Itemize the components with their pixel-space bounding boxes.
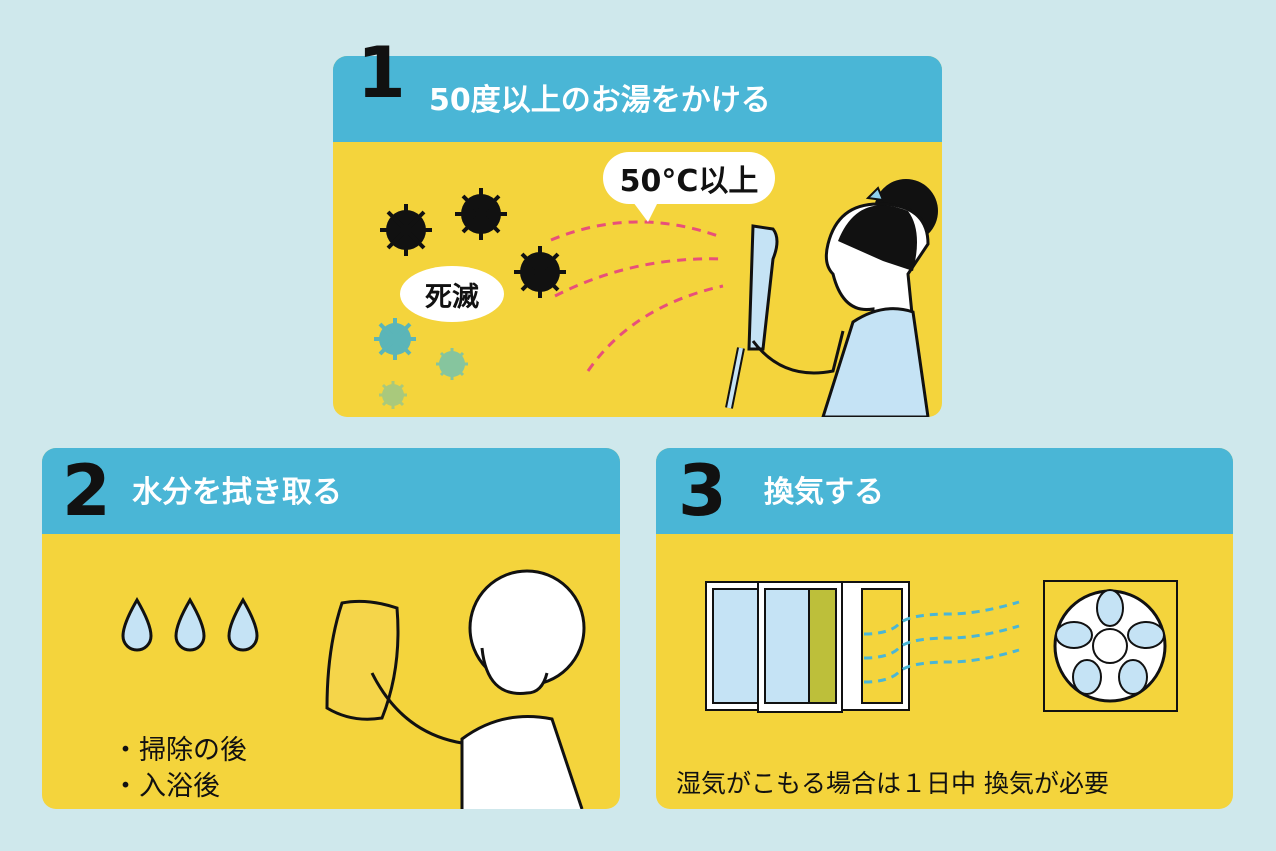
step-1-header [333,56,942,142]
bullet-after-cleaning: ・掃除の後 [112,735,247,766]
shower-head [747,224,779,351]
water-drops-icon [121,569,586,809]
step-2-header [42,448,620,534]
speech-bubble-tail [633,202,658,222]
virus-illustration [374,179,938,417]
window-illustration [705,580,1178,713]
towel [325,599,400,721]
step-1-title: 50度以上のお湯をかける [429,83,771,118]
step-3-header [656,448,1233,534]
temperature-speech-bubble: 50°C以上 [603,152,775,204]
step-1-panel: 50度以上のお湯をかける 50°C以上 [333,56,942,417]
bullet-after-bath: ・入浴後 [112,771,220,802]
ventilation-fan-icon [1043,580,1178,712]
step-2-title: 水分を拭き取る [132,475,342,510]
result-speech-bubble: 死滅 [400,266,504,322]
ventilation-caption: 湿気がこもる場合は１日中 換気が必要 [676,769,1109,798]
result-label: 死滅 [425,281,479,313]
step-3-title: 換気する [764,475,884,510]
step-2-number: 2 [62,450,111,532]
step-2-panel: 2 水分を拭き取る ・掃除の後 ・入浴後 [42,448,620,809]
temperature-label: 50°C以上 [619,164,759,199]
step-3-number: 3 [678,450,727,532]
step-1-number: 1 [357,32,406,114]
step-3-panel: 3 換気する 湿気がこもる場合は１日中 換気が必要 [656,448,1233,809]
